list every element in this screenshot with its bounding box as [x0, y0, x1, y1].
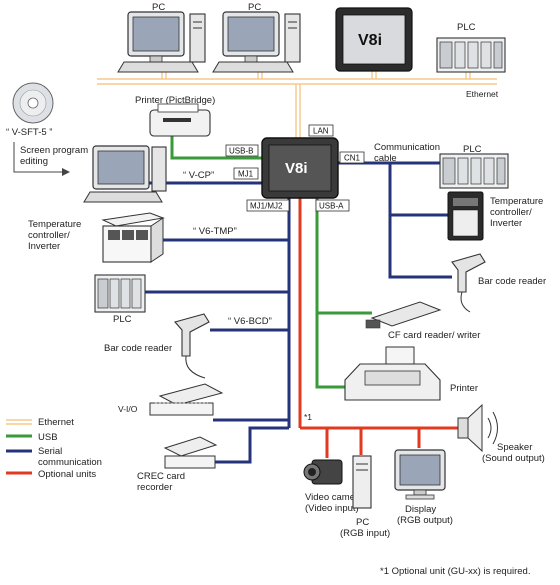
serial-cables — [140, 161, 452, 464]
comm-cable-label-2: cable — [374, 153, 397, 164]
pc-label-2: PC — [248, 2, 261, 13]
v8i-top-label: V8i — [358, 32, 382, 49]
pc-rgb-label-1: PC — [356, 517, 369, 528]
software-desc-2: editing — [20, 156, 48, 167]
speaker-label-2: (Sound output) — [482, 453, 545, 464]
usb-b-port-label: USB-B — [229, 147, 253, 156]
legend-usb: USB — [38, 432, 58, 443]
v6tmp-label: “ V6-TMP” — [193, 226, 237, 237]
plc-top-label: PLC — [457, 22, 476, 33]
display-monitor-icon — [394, 449, 446, 500]
cf-card-reader-icon — [365, 301, 442, 329]
legend-serial-1: Serial — [38, 446, 62, 457]
pc-icon — [83, 145, 167, 203]
optional-cables — [298, 198, 458, 458]
mj1-port-box — [233, 167, 259, 180]
v-io-label: V-I/O — [118, 404, 138, 414]
pc-label-1: PC — [152, 2, 165, 13]
ethernet-label: Ethernet — [466, 89, 499, 99]
pc-icon — [212, 11, 301, 73]
usb-a-port-label: USB-A — [319, 202, 344, 211]
mj1-port-label: MJ1 — [238, 170, 254, 179]
left-plc-label: PLC — [113, 314, 132, 325]
crec-label-1: CREC card — [137, 471, 185, 482]
left-barcode-label: Bar code reader — [104, 343, 172, 354]
usb-a-port-box — [315, 199, 350, 212]
display-label-2: (RGB output) — [397, 515, 453, 526]
cn1-port-label: CN1 — [344, 154, 361, 163]
printer-icon — [149, 103, 211, 137]
speaker-icon — [457, 403, 498, 453]
software-name: “ V-SFT-5 ” — [6, 127, 52, 138]
cf-reader-label: CF card reader/ writer — [388, 330, 480, 341]
plc-icon — [94, 274, 146, 313]
legend-ethernet: Ethernet — [38, 417, 74, 428]
usb-b-port-box — [225, 144, 259, 157]
vcp-label: “ V-CP” — [183, 170, 214, 181]
mj1-mj2-port-label: MJ1/MJ2 — [250, 202, 283, 211]
v-io-module-icon — [149, 383, 224, 416]
barcode-reader-icon — [174, 313, 210, 379]
cn1-port-box — [339, 151, 365, 164]
cd-icon — [12, 82, 54, 124]
left-temp-label-3: Inverter — [28, 241, 60, 252]
software-desc-1: Screen program — [20, 145, 88, 156]
crec-label-2: recorder — [137, 482, 172, 493]
v8i-main-unit — [261, 137, 339, 199]
plc-icon — [439, 153, 509, 189]
pc-rgb-label-2: (RGB input) — [340, 528, 390, 539]
camera-label-2: (Video input) — [305, 503, 359, 514]
pc-tower-icon — [352, 455, 372, 509]
legend-optional: Optional units — [38, 469, 96, 480]
comm-cable-label-1: Communication — [374, 142, 440, 153]
printer-label: Printer — [450, 383, 478, 394]
v6bcd-label: “ V6-BCD” — [228, 316, 272, 327]
right-temp-label-3: Inverter — [490, 218, 522, 229]
display-label-1: Display — [405, 504, 436, 515]
right-plc-label: PLC — [463, 144, 482, 155]
lan-port-box — [308, 124, 334, 137]
footnote-mark: *1 — [304, 412, 312, 422]
left-temp-label-2: controller/ — [28, 230, 70, 241]
lan-port-label: LAN — [313, 127, 329, 136]
camera-label-1: Video camera — [305, 492, 364, 503]
legend-serial-2: communication — [38, 457, 102, 468]
inverter-icon — [447, 191, 484, 241]
crec-card-recorder-icon — [163, 436, 218, 469]
left-temp-label-1: Temperature — [28, 219, 81, 230]
right-barcode-label: Bar code reader — [478, 276, 546, 287]
barcode-reader-icon — [451, 253, 486, 313]
legend — [6, 419, 32, 475]
plc-icon — [436, 37, 506, 73]
speaker-label-1: Speaker — [497, 442, 532, 453]
mj1-mj2-port-box — [246, 199, 290, 212]
v8i-panel-icon — [335, 7, 413, 72]
footnote: *1 Optional unit (GU-xx) is required. — [380, 566, 530, 577]
right-temp-label-2: controller/ — [490, 207, 532, 218]
video-camera-icon — [303, 459, 343, 485]
printer-pictbridge-label: Printer (PictBridge) — [135, 95, 215, 106]
pc-icon — [117, 11, 206, 73]
usb-cables — [170, 136, 372, 389]
flow-arrow — [13, 142, 62, 173]
temperature-controller-icon — [101, 212, 165, 263]
arrow-head-icon — [62, 168, 70, 176]
printer-icon — [344, 346, 441, 401]
right-temp-label-1: Temperature — [490, 196, 543, 207]
v8i-main-label: V8i — [285, 160, 308, 177]
